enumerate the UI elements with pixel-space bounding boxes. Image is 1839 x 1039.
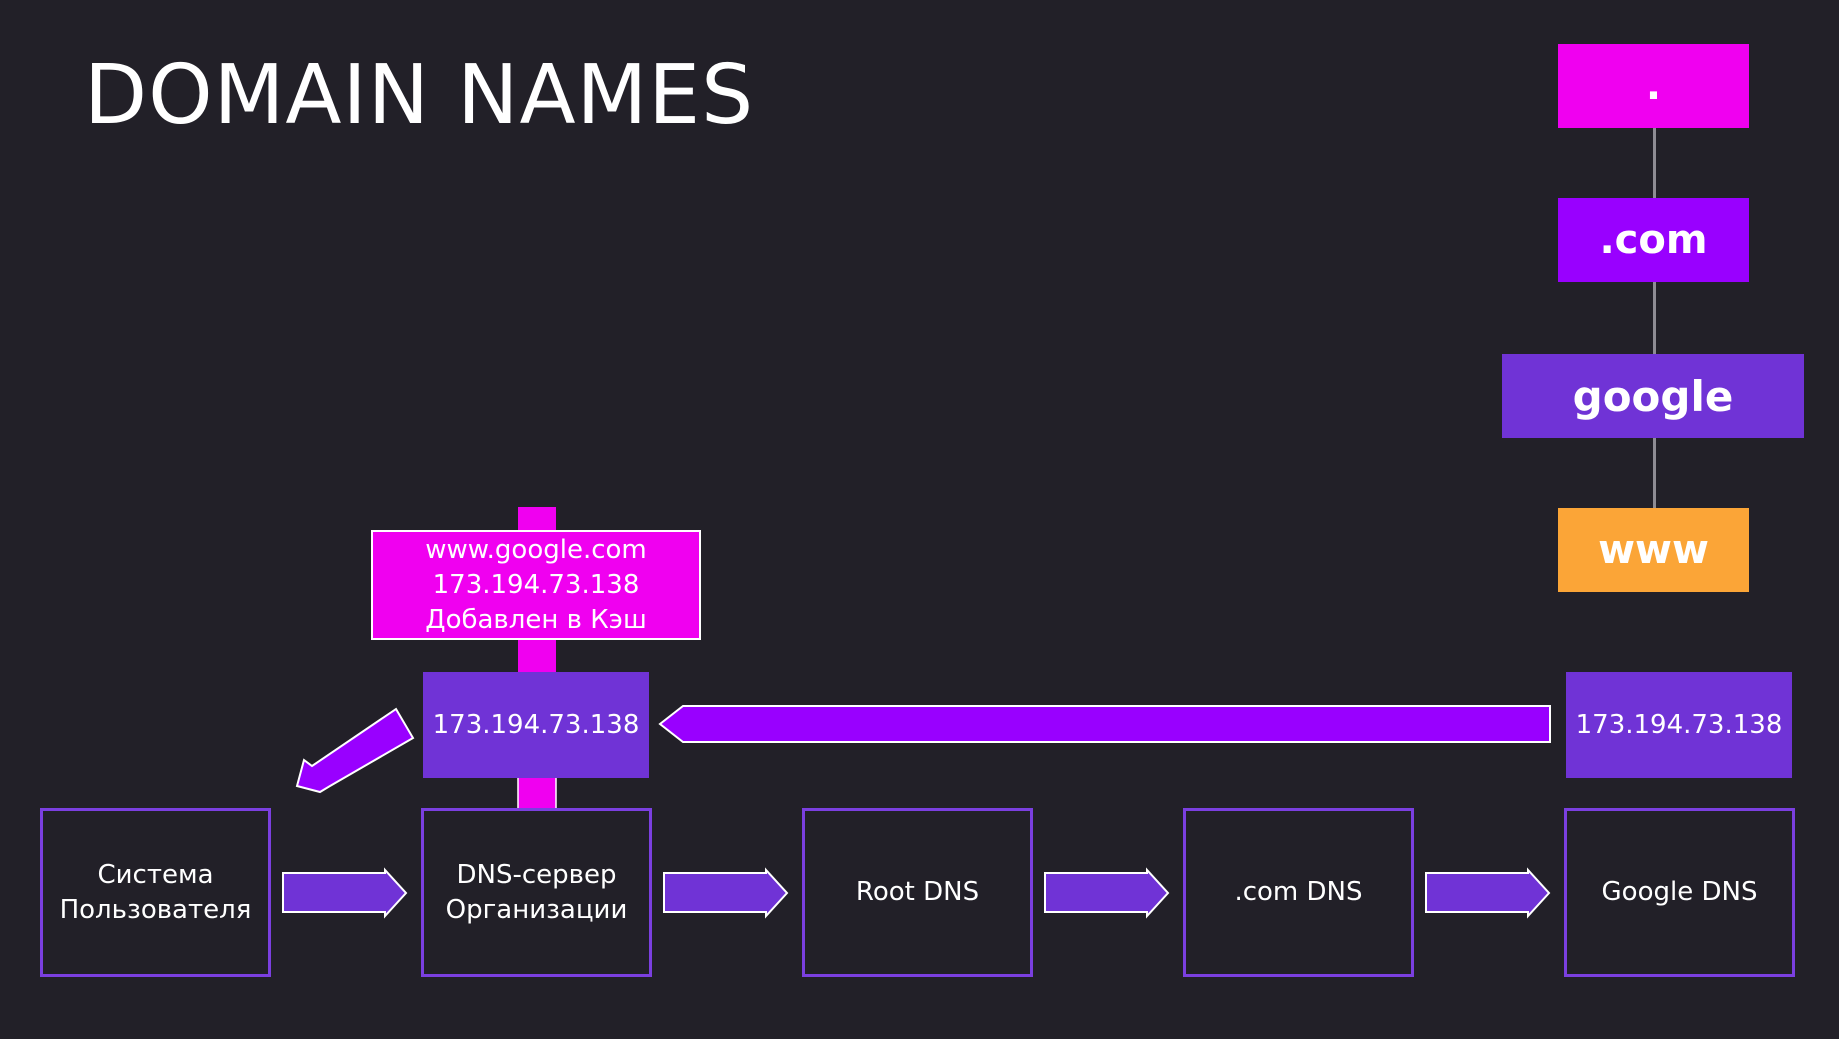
cache-note-status: Добавлен в Кэш xyxy=(425,604,647,635)
flow-arrow xyxy=(1425,867,1551,919)
flow-arrow xyxy=(282,867,408,919)
cache-note-ip: 173.194.73.138 xyxy=(432,569,640,600)
diagonal-arrow xyxy=(295,707,415,794)
flow-box-line: Организации xyxy=(445,894,628,925)
hierarchy-domain: google xyxy=(1502,354,1804,438)
cache-note: www.google.com 173.194.73.138 Добавлен в… xyxy=(371,530,701,640)
flow-box-line: Пользователя xyxy=(59,894,252,925)
page-title: DOMAIN NAMES xyxy=(84,48,755,143)
flow-box-line: Система xyxy=(97,859,214,890)
hierarchy-subdomain: www xyxy=(1558,508,1749,592)
hierarchy-connector xyxy=(1653,438,1656,508)
hierarchy-tld-label: .com xyxy=(1599,217,1708,263)
hierarchy-root-label: . xyxy=(1645,63,1662,109)
flow-box-root-dns: Root DNS xyxy=(802,808,1033,977)
flow-box-line: Root DNS xyxy=(855,877,980,907)
ip-box-org-label: 173.194.73.138 xyxy=(432,710,640,740)
hierarchy-subdomain-label: www xyxy=(1598,527,1709,573)
ip-box-org: 173.194.73.138 xyxy=(423,672,649,778)
ip-box-google-label: 173.194.73.138 xyxy=(1575,710,1783,740)
flow-box-line: DNS-сервер xyxy=(456,859,617,890)
hierarchy-domain-label: google xyxy=(1572,371,1734,421)
hierarchy-tld: .com xyxy=(1558,198,1749,282)
flow-arrow xyxy=(1044,867,1170,919)
cache-note-domain: www.google.com xyxy=(425,534,647,565)
ip-box-google: 173.194.73.138 xyxy=(1566,672,1792,778)
flow-box-line: Google DNS xyxy=(1601,877,1758,907)
return-arrow xyxy=(658,705,1551,743)
hierarchy-root: . xyxy=(1558,44,1749,128)
hierarchy-connector xyxy=(1653,128,1656,198)
hierarchy-connector xyxy=(1653,282,1656,354)
flow-box-com-dns: .com DNS xyxy=(1183,808,1414,977)
flow-box-line: .com DNS xyxy=(1234,877,1363,907)
flow-arrow xyxy=(663,867,789,919)
flow-box-google-dns: Google DNS xyxy=(1564,808,1795,977)
